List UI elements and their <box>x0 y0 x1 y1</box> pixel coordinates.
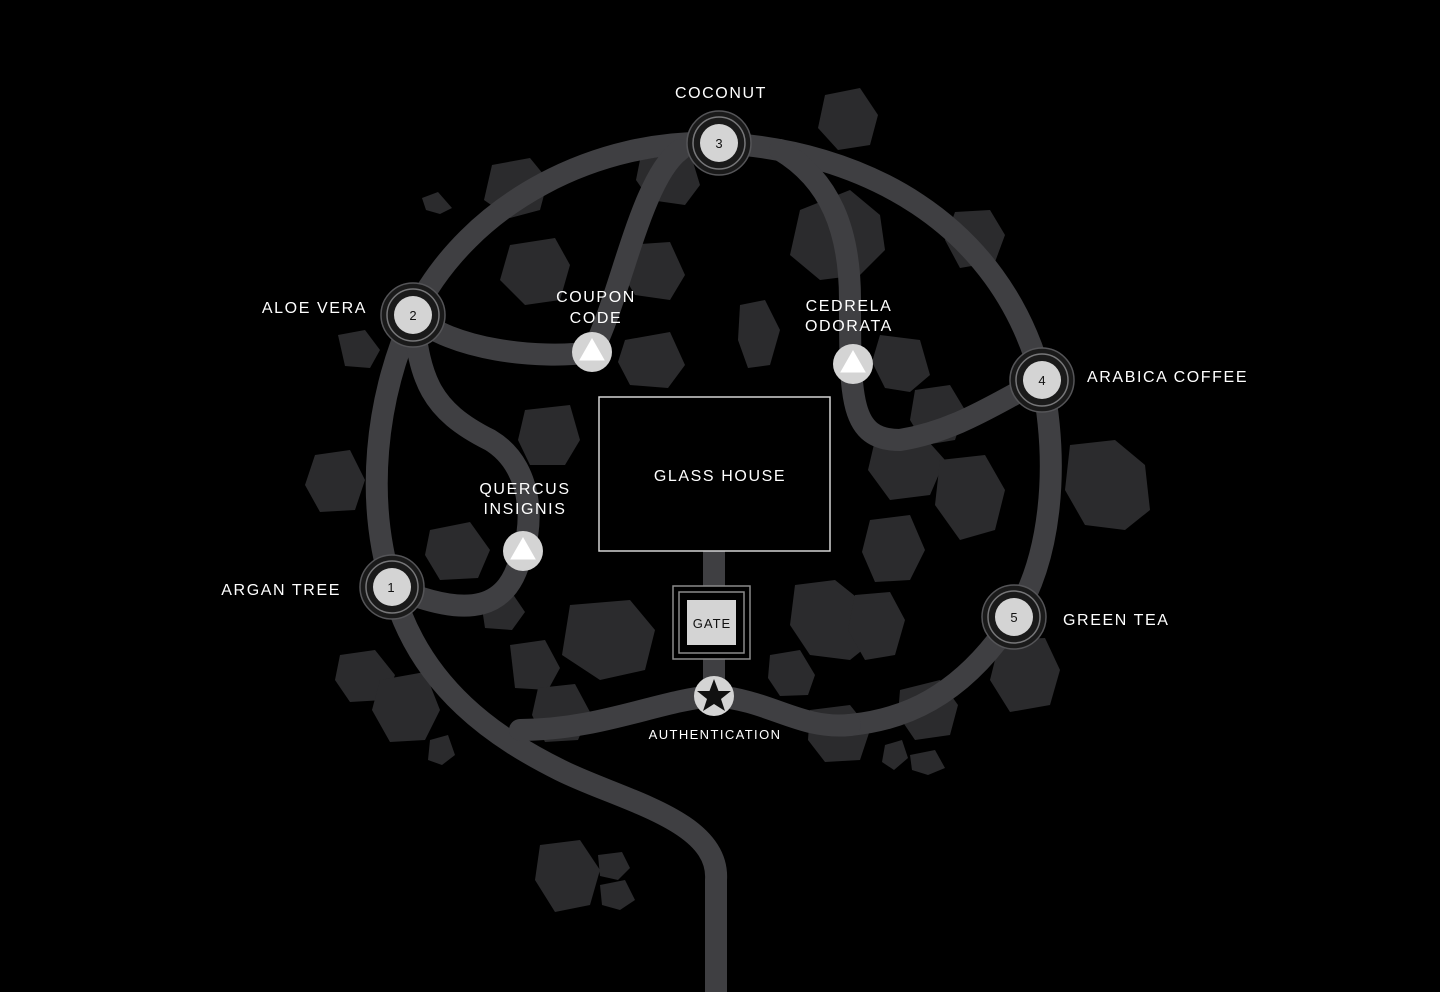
bush <box>562 600 655 680</box>
glass-house[interactable]: GLASS HOUSE <box>598 396 831 552</box>
bush <box>935 455 1005 540</box>
waypoint-cedrela-odorata[interactable]: CEDRELA ODORATA <box>805 298 893 384</box>
glass-house-label: GLASS HOUSE <box>654 468 786 485</box>
bush <box>535 840 600 912</box>
gate-label: GATE <box>693 616 731 631</box>
foliage <box>305 88 1150 912</box>
station-aloe-vera[interactable]: 2 ALOE VERA <box>262 282 446 348</box>
station-arabica-coffee[interactable]: 4 ARABICA COFFEE <box>1009 347 1248 413</box>
bush <box>618 332 685 388</box>
station-number: 4 <box>1038 373 1045 388</box>
bush <box>425 522 490 580</box>
gate-inner-frame <box>678 591 745 654</box>
station-argan-tree[interactable]: 1 ARGAN TREE <box>221 554 425 620</box>
star-icon <box>697 679 731 711</box>
bush <box>818 88 878 150</box>
bush <box>598 852 630 880</box>
station-label: ARABICA COFFEE <box>1087 369 1248 386</box>
station-circle <box>1023 361 1061 399</box>
station-ring-inner <box>692 116 746 170</box>
waypoint-coupon-code[interactable]: COUPON CODE <box>556 289 636 372</box>
glass-house-outline <box>598 396 831 552</box>
bush <box>738 300 780 368</box>
bush <box>882 740 908 770</box>
bush <box>422 192 452 214</box>
bush <box>872 335 930 392</box>
station-ring-inner <box>386 288 440 342</box>
station-ring-inner <box>365 560 419 614</box>
waypoint-quercus-insignis[interactable]: QUERCUS INSIGNIS <box>479 481 570 571</box>
bush <box>372 672 440 742</box>
bush <box>518 405 580 465</box>
waypoint-label-line1: CEDRELA <box>806 298 893 315</box>
authentication-marker[interactable]: AUTHENTICATION <box>649 676 782 742</box>
triangle-icon <box>579 337 605 361</box>
bush <box>600 880 635 910</box>
triangle-icon <box>510 536 536 560</box>
waypoint-label-line1: QUERCUS <box>479 481 570 498</box>
station-label: GREEN TEA <box>1063 612 1170 629</box>
station-number: 1 <box>387 580 394 595</box>
station-label: COCONUT <box>675 85 767 102</box>
station-circle <box>995 598 1033 636</box>
station-circle <box>700 124 738 162</box>
station-ring-inner <box>1015 353 1069 407</box>
station-number: 2 <box>409 308 416 323</box>
station-circle <box>394 296 432 334</box>
station-coconut[interactable]: 3 COCONUT <box>675 85 767 176</box>
station-ring-inner <box>987 590 1041 644</box>
gate-core <box>687 600 736 645</box>
triangle-icon <box>840 349 866 373</box>
bush <box>862 515 925 582</box>
bush <box>510 640 560 690</box>
station-label: ARGAN TREE <box>221 582 341 599</box>
station-number: 5 <box>1010 610 1017 625</box>
bush <box>910 750 945 775</box>
waypoint-label-line1: COUPON <box>556 289 636 306</box>
bush <box>338 330 380 368</box>
bush <box>500 238 570 305</box>
waypoint-label-line2: CODE <box>570 310 623 327</box>
bush <box>1065 440 1150 530</box>
quercus-branch-path <box>381 304 540 617</box>
authentication-label: AUTHENTICATION <box>649 727 782 742</box>
station-label: ALOE VERA <box>262 300 367 317</box>
gate[interactable]: GATE <box>672 585 751 660</box>
bush <box>428 735 455 765</box>
station-circle <box>373 568 411 606</box>
ring-east-path <box>708 132 1062 736</box>
station-number: 3 <box>715 136 722 151</box>
waypoint-label-line2: INSIGNIS <box>483 501 566 518</box>
bush <box>768 650 815 696</box>
bush <box>990 638 1060 712</box>
waypoint-label-line2: ODORATA <box>805 318 893 335</box>
station-green-tea[interactable]: 5 GREEN TEA <box>981 584 1170 650</box>
cedrela-branch-path <box>769 139 1053 452</box>
bush <box>848 592 905 660</box>
bush <box>305 450 365 512</box>
